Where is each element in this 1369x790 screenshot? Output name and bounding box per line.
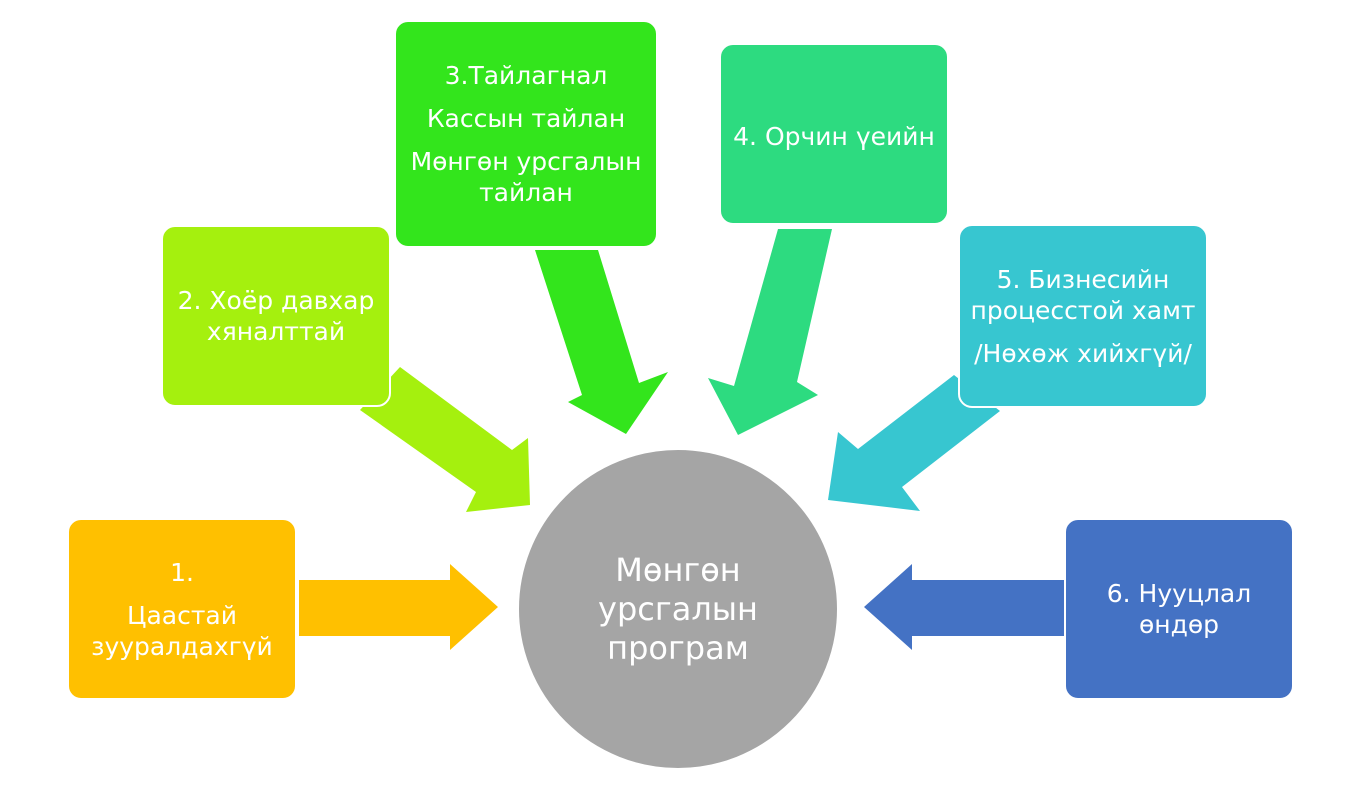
arrow-1 [299, 564, 498, 650]
box-double-control-line-2: хяналттай [206, 317, 346, 346]
box-business-process-line-2: процесстой хамт [970, 295, 1196, 325]
box-modern: 4. Орчин үеийн [719, 43, 949, 225]
arrow-6 [864, 564, 1064, 650]
box-security: 6. Нууцлал өндөр [1064, 518, 1294, 700]
box-paperless: 1. Цаастай зууралдахгүй [67, 518, 297, 700]
hub-line-3: програм [607, 628, 749, 667]
arrow-5 [828, 375, 1000, 511]
box-modern-line-1: 4. Орчин үеийн [733, 122, 935, 151]
box-business-process: 5. Бизнесийн процесстой хамт /Нөхөж хийх… [958, 224, 1208, 408]
arrow-4 [708, 229, 832, 435]
box-reporting-line-4: тайлан [479, 178, 573, 207]
hub-circle: Мөнгөн урсгалын програм [517, 448, 839, 770]
box-reporting-line-1: 3.Тайлагнал [444, 61, 608, 90]
box-security-line-2: өндөр [1138, 610, 1220, 639]
box-double-control: 2. Хоёр давхар хяналттай [161, 225, 391, 407]
box-paperless-line-3: зууралдахгүй [91, 631, 273, 661]
box-business-process-line-3: /Нөхөж хийхгүй/ [974, 338, 1192, 368]
box-reporting: 3.Тайлагнал Кассын тайлан Мөнгөн урсгалы… [394, 20, 658, 248]
box-paperless-line-1: 1. [170, 557, 194, 587]
box-reporting-line-3: Мөнгөн урсгалын [410, 147, 642, 176]
box-security-line-1: 6. Нууцлал [1106, 579, 1252, 608]
hub-line-1: Мөнгөн [615, 550, 741, 589]
hub-line-2: урсгалын [598, 589, 758, 628]
box-paperless-line-2: Цаастай [127, 600, 237, 630]
box-business-process-line-1: 5. Бизнесийн [996, 264, 1170, 294]
box-reporting-line-2: Кассын тайлан [426, 104, 626, 133]
arrow-3 [535, 250, 668, 434]
box-double-control-line-1: 2. Хоёр давхар [177, 286, 375, 315]
arrow-2 [360, 367, 530, 512]
